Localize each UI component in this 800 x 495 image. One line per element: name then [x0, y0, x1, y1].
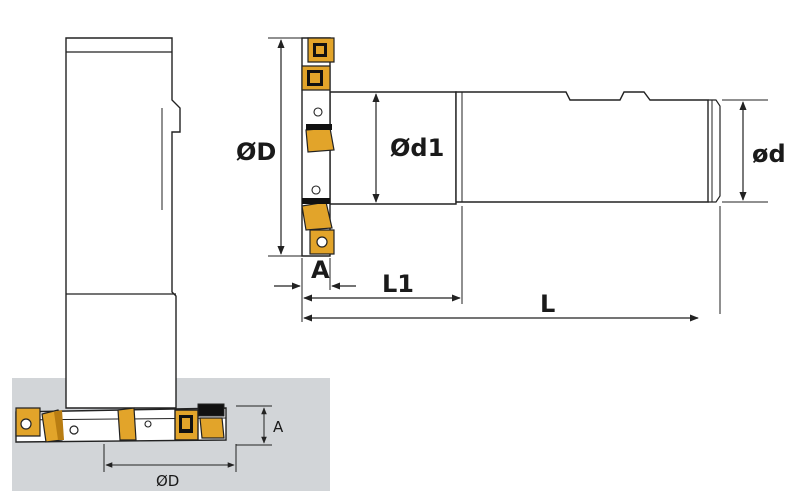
indexable-insert-icon — [197, 403, 225, 439]
side-dim-diameter: ØD — [236, 37, 302, 257]
side-dim-l1: L1 — [303, 270, 461, 302]
side-dim-shank-label: ød — [752, 140, 786, 168]
indexable-insert-icon — [174, 409, 199, 441]
indexable-insert-icon — [301, 198, 333, 231]
side-shank — [455, 91, 709, 203]
indexable-insert-icon — [307, 37, 335, 63]
indexable-insert-icon — [41, 409, 64, 443]
front-shank — [65, 37, 181, 409]
front-dim-a-label: A — [273, 418, 284, 436]
front-view: A ØD — [12, 37, 330, 491]
side-view: ØD Ød1 ød A L1 — [236, 37, 786, 322]
side-dim-neck: Ød1 — [372, 93, 444, 203]
side-dim-a-label: A — [311, 256, 330, 284]
clamp-screw-icon — [311, 185, 321, 195]
front-dim-d-label: ØD — [156, 472, 179, 490]
front-dim-d: ØD — [103, 444, 237, 490]
indexable-insert-icon — [305, 124, 335, 153]
indexable-insert-icon — [117, 407, 137, 441]
side-dim-neck-label: Ød1 — [390, 134, 444, 162]
clamp-screw-icon — [69, 425, 79, 435]
clamp-screw-icon — [144, 420, 152, 428]
side-dim-diameter-label: ØD — [236, 138, 276, 166]
side-dim-a: A — [274, 256, 356, 290]
side-dim-l1-label: L1 — [382, 270, 414, 298]
side-shank-end — [708, 99, 721, 203]
indexable-insert-icon — [301, 65, 331, 91]
side-dim-shank: ød — [722, 99, 786, 203]
indexable-insert-icon — [15, 407, 41, 437]
side-dim-l-label: L — [540, 290, 555, 318]
front-dim-a: A — [236, 405, 284, 446]
side-dim-l: L — [303, 290, 699, 322]
clamp-screw-icon — [313, 107, 323, 117]
indexable-insert-icon — [309, 229, 335, 255]
